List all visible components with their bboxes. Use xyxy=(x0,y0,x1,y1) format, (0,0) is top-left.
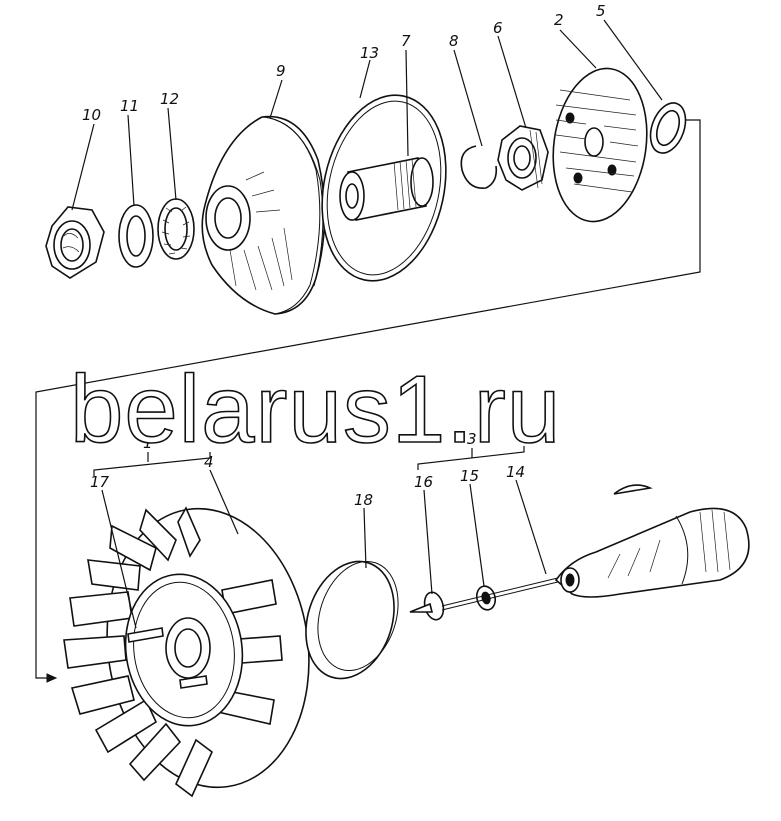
part-1-fan-assembly xyxy=(63,506,310,798)
label-5: 5 xyxy=(596,2,606,20)
label-6: 6 xyxy=(493,19,503,37)
label-18: 18 xyxy=(354,491,373,509)
part-17-stud xyxy=(127,627,164,643)
callout-labels: 10 11 12 9 13 7 8 6 2 5 1 4 17 18 3 16 1… xyxy=(82,2,606,509)
fan-blades xyxy=(63,506,283,798)
label-15: 15 xyxy=(460,467,479,485)
part-10-hex-nut xyxy=(45,206,105,279)
part-18-spring-ring xyxy=(305,560,399,680)
label-8: 8 xyxy=(449,32,459,50)
assembly-axis-line xyxy=(35,119,701,683)
label-3: 3 xyxy=(467,430,477,448)
leader-lines xyxy=(71,19,663,629)
part-2-flange-plate xyxy=(552,67,648,223)
label-14: 14 xyxy=(506,463,525,481)
label-16: 16 xyxy=(414,473,433,491)
part-14-rod xyxy=(441,575,567,611)
label-4: 4 xyxy=(204,453,214,471)
part-5-washer xyxy=(649,102,687,154)
part-11-washer xyxy=(118,204,154,268)
part-16-valve xyxy=(409,591,445,621)
grease-tube xyxy=(554,507,750,598)
watermark-text: belarus1.ru xyxy=(70,356,561,463)
label-1: 1 xyxy=(143,434,153,452)
cap-piece xyxy=(613,484,653,495)
label-9: 9 xyxy=(276,62,286,80)
label-2: 2 xyxy=(554,11,564,29)
label-12: 12 xyxy=(160,90,179,108)
label-11: 11 xyxy=(120,97,139,115)
part-12-lock-washer xyxy=(157,198,195,260)
part-6-castle-nut xyxy=(497,125,549,191)
label-17: 17 xyxy=(90,473,110,491)
label-10: 10 xyxy=(82,106,101,124)
part-7-hub-shaft xyxy=(339,157,434,221)
label-7: 7 xyxy=(401,32,411,50)
part-9-pulley-cone xyxy=(201,115,326,315)
label-13: 13 xyxy=(360,44,379,62)
part-15-seal xyxy=(475,585,497,611)
part-8-snap-ring xyxy=(460,145,498,189)
